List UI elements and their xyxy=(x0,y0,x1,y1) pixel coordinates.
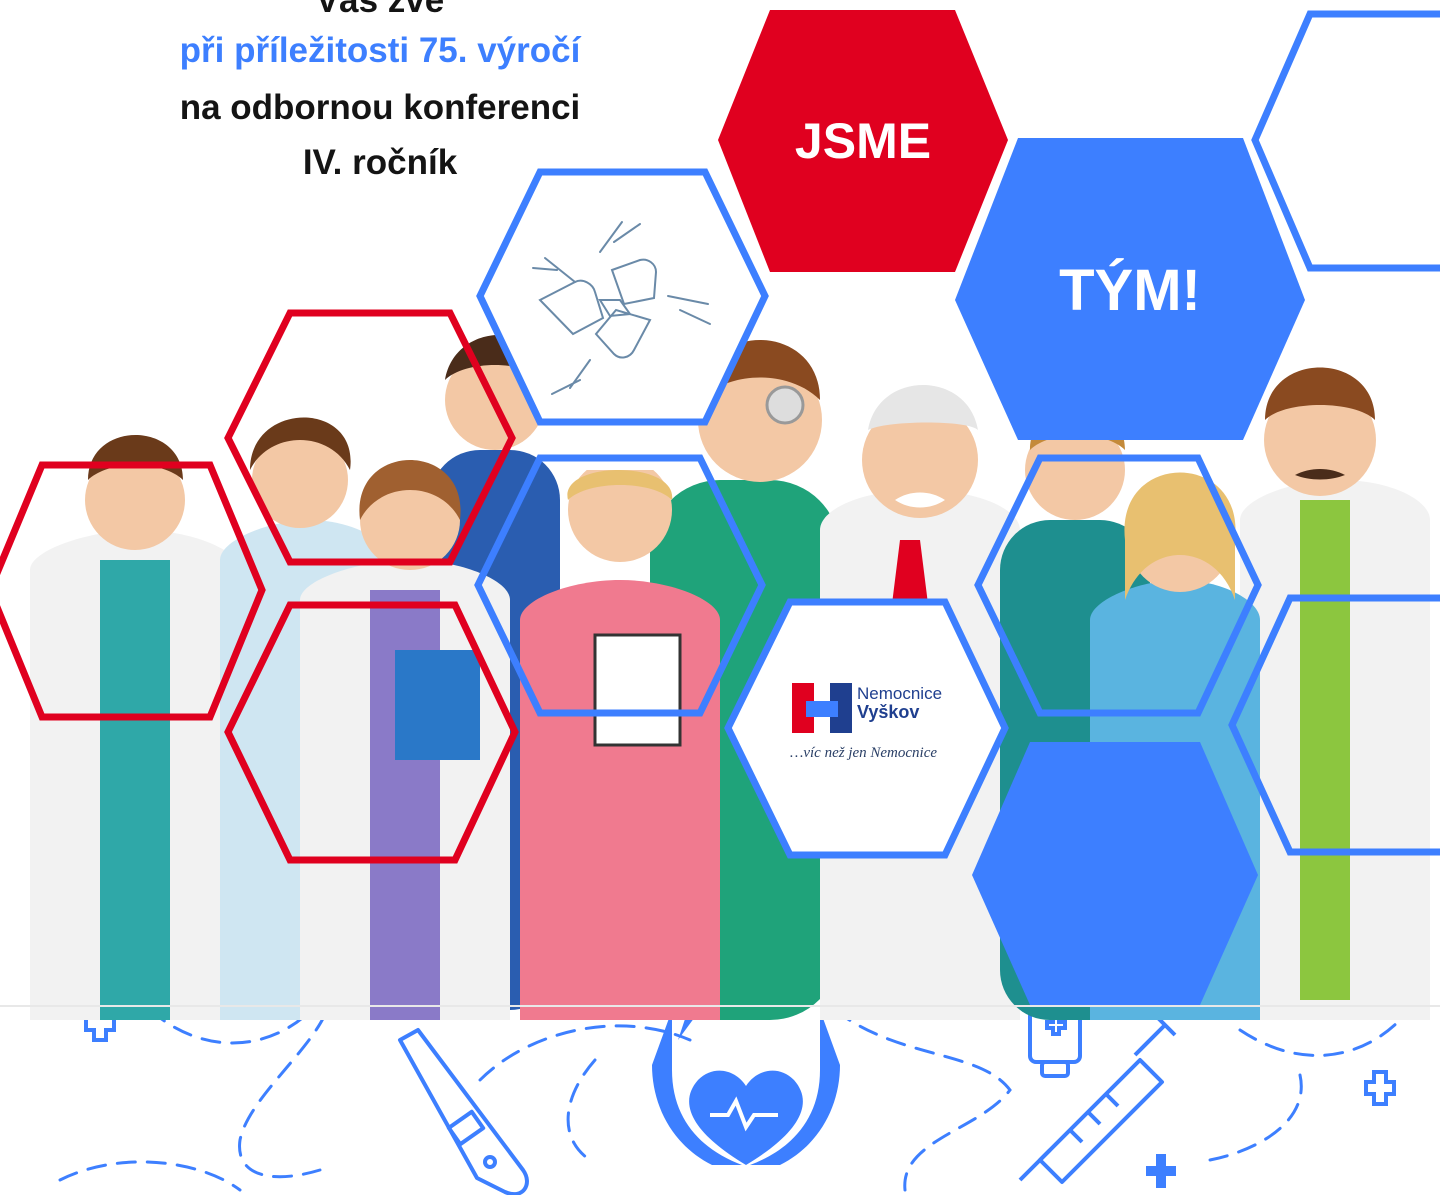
hospital-logo-icon xyxy=(792,683,852,733)
hex-outline-red-top xyxy=(224,309,516,566)
heading-invite-partial: Vás zve xyxy=(315,0,445,20)
hex-filled-blue-bottom xyxy=(972,742,1258,1005)
logo-name-line2: Vyškov xyxy=(857,702,920,722)
heading-edition: IV. ročník xyxy=(302,143,458,182)
hex-tym-label: TÝM! xyxy=(1059,258,1201,323)
caring-hands-heart-icon xyxy=(652,1010,840,1165)
figure-doctor-front-left xyxy=(30,435,240,1020)
hex-jsme-label: JSME xyxy=(794,113,932,169)
figure-doctor-clipboard-woman xyxy=(300,460,510,1020)
logo-tagline: …víc než jen Nemocnice xyxy=(790,745,938,761)
thermometer-icon xyxy=(398,1028,529,1195)
logo-name-line1: Nemocnice xyxy=(857,684,943,703)
medical-cross-icon xyxy=(1146,1154,1176,1188)
figure-nurse-pink xyxy=(520,440,720,1020)
hex-tym xyxy=(955,138,1305,440)
hex-outline-blue-far-right xyxy=(1228,594,1440,856)
hex-outline-top-right xyxy=(1251,10,1440,272)
hex-outline-red-left xyxy=(0,461,266,721)
hex-logo xyxy=(724,598,1009,859)
heading-anniversary: při příležitosti 75. výročí xyxy=(179,31,581,70)
strip-divider xyxy=(0,1005,1440,1007)
medical-doodle-strip xyxy=(58,980,1402,1192)
syringe-icon xyxy=(1018,1013,1177,1184)
hex-jsme xyxy=(718,10,1008,272)
teamwork-hands-icon xyxy=(532,221,711,395)
hex-outline-red-bottom xyxy=(224,601,519,864)
figure-doctor-right-mustache xyxy=(1240,367,1430,1020)
medical-team-illustration xyxy=(30,335,1430,1020)
hex-outline-blue-right-mid xyxy=(974,454,1262,717)
hex-outline-blue-nurse xyxy=(474,454,766,717)
heading-conference: na odbornou konferenci xyxy=(179,88,581,127)
medical-cross-icon xyxy=(1364,1070,1396,1106)
